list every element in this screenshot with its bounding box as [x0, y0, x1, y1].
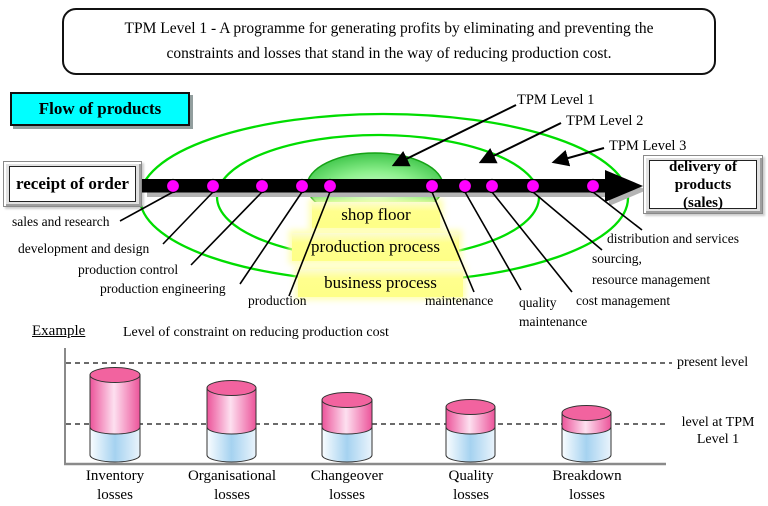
flow-of-products-tag: Flow of products	[10, 92, 190, 126]
tpm-level1-ref-label: level at TPM Level 1	[668, 414, 768, 448]
cylinder-organisational-losses	[206, 380, 257, 463]
delivery-of-products-box: delivery of products (sales)	[643, 155, 763, 214]
tpm-level-pointers	[391, 104, 605, 167]
receipt-of-order-box: receipt of order	[3, 161, 142, 207]
delivery-line2: products	[674, 176, 732, 193]
stage-development-and-design: development and design	[18, 241, 150, 256]
delivery-line3: (sales)	[683, 194, 723, 211]
category-changeover-losses: Changeover losses	[310, 468, 384, 503]
chart-caption: Level of constraint on reducing producti…	[123, 325, 389, 340]
delivery-line1: delivery of	[669, 158, 737, 175]
title-box: TPM Level 1 - A programme for generating…	[62, 8, 716, 75]
tpm-level1-label: TPM Level 1	[517, 92, 595, 108]
stage-maintenance: maintenance	[425, 293, 494, 308]
cylinder-inventory-losses	[89, 367, 141, 463]
cylinder-changeover-losses	[321, 392, 373, 463]
shop-floor-label: shop floor	[341, 205, 411, 224]
stage-quality-maintenance: quality maintenance	[519, 295, 588, 329]
present-level-label: present level	[677, 355, 749, 370]
category-breakdown-losses: Breakdown losses	[552, 468, 622, 503]
production-process-box: production process	[292, 233, 459, 261]
stage-production-engineering: production engineering	[100, 281, 226, 296]
stage-sourcing: sourcing,	[592, 251, 642, 266]
stage-connector-lines	[119, 191, 643, 297]
stage-production: production	[248, 293, 307, 308]
example-heading: Example	[32, 323, 86, 339]
page-title: TPM Level 1 - A programme for generating…	[124, 20, 654, 62]
tpm-ref-line1: level at TPM	[681, 415, 755, 430]
shop-floor-box: shop floor	[312, 202, 440, 228]
category-inventory-losses: Inventory losses	[85, 468, 145, 503]
flow-of-products-label: Flow of products	[38, 99, 162, 118]
category-organisational-losses: Organisational losses	[187, 468, 277, 503]
stage-sales-and-research: sales and research	[12, 214, 110, 229]
business-process-box: business process	[298, 269, 463, 297]
category-quality-losses: Quality losses	[448, 468, 494, 503]
business-process-label: business process	[324, 273, 437, 292]
stage-distribution-and-services: distribution and services	[607, 231, 739, 246]
receipt-of-order-label: receipt of order	[16, 174, 129, 193]
process-dots	[165, 178, 601, 194]
tpm-level2-label: TPM Level 2	[566, 113, 644, 129]
cylinder-breakdown-losses	[561, 405, 612, 463]
cylinder-quality-losses	[445, 399, 496, 463]
stage-production-control: production control	[78, 262, 179, 277]
tpm-level3-label: TPM Level 3	[609, 138, 687, 154]
stage-cost-management: cost management	[576, 293, 671, 308]
production-process-label: production process	[311, 237, 440, 256]
tpm-ref-line2: Level 1	[696, 432, 740, 447]
stage-resource-management: resource management	[592, 272, 711, 287]
loss-cylinders	[89, 367, 612, 463]
